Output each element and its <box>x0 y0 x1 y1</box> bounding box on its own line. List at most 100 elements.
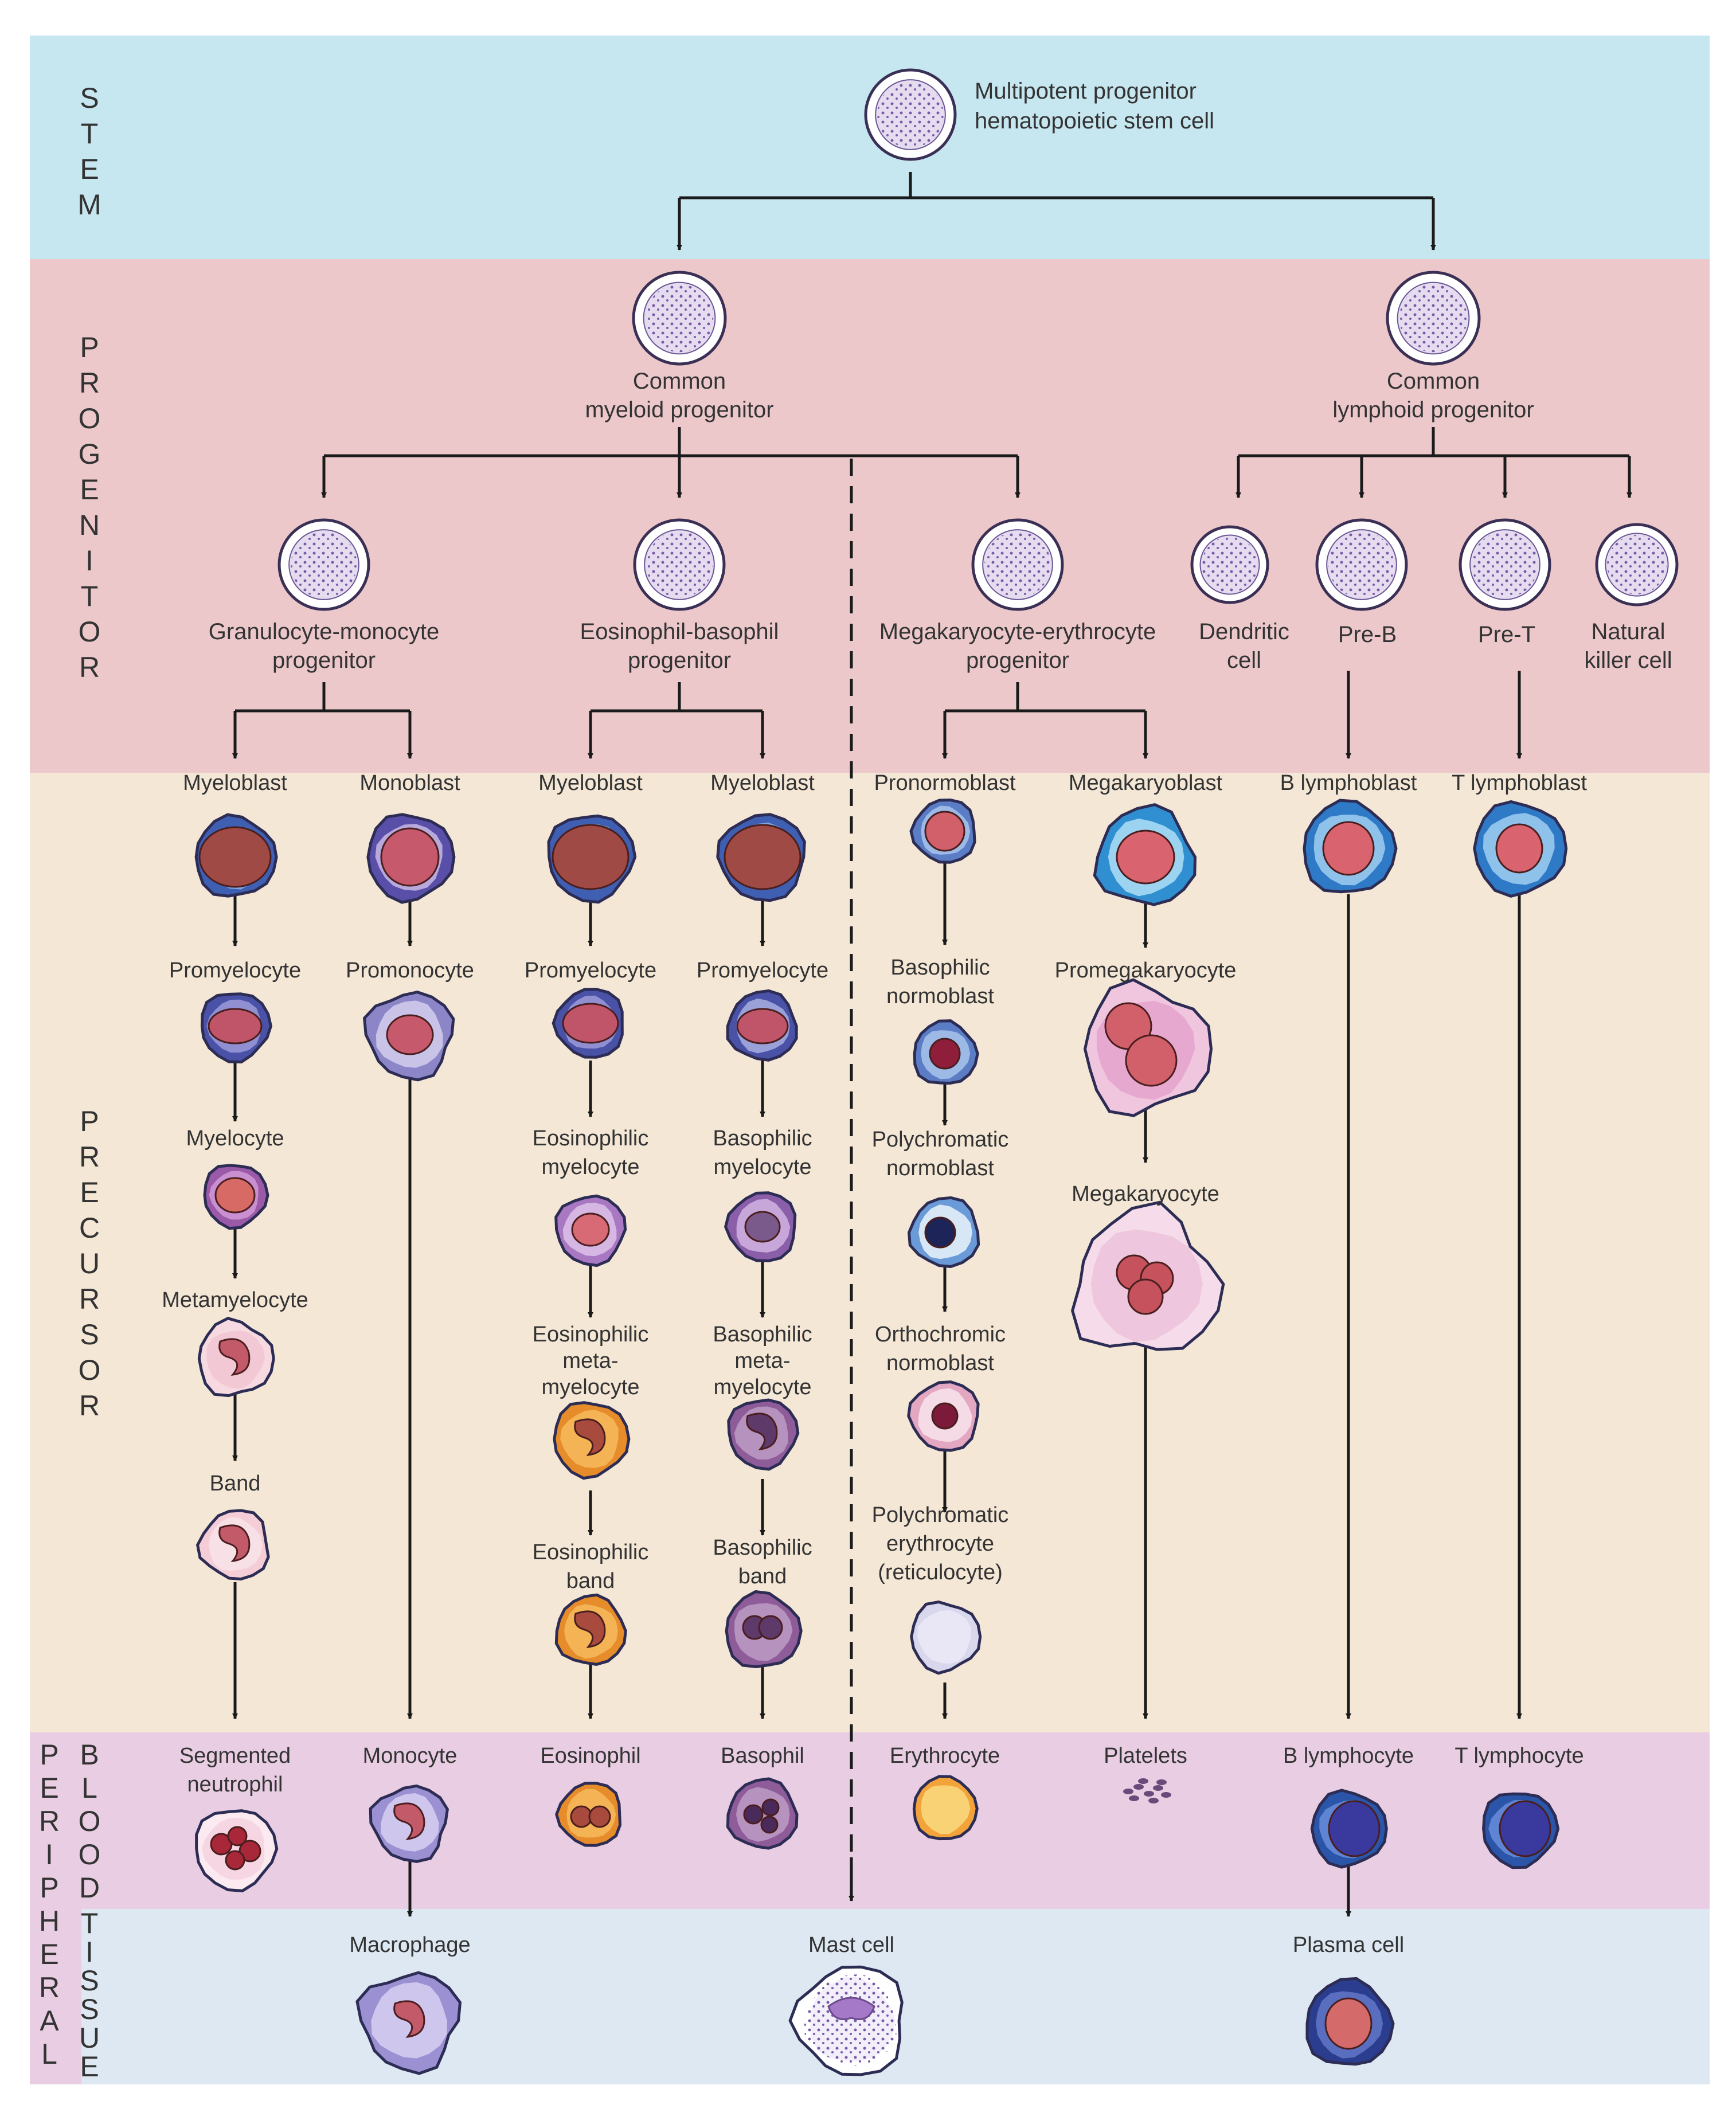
baso-myelocyte-cell <box>724 1191 797 1263</box>
label-line: hematopoietic stem cell <box>975 108 1214 134</box>
label-b_lymphoblast: B lymphoblast <box>1280 771 1417 795</box>
label-line: Orthochromic <box>875 1323 1006 1347</box>
cell-inner <box>921 1785 971 1834</box>
label-pre_t: Pre-T <box>1478 622 1535 647</box>
cell-nucleus-lobe <box>225 1850 245 1871</box>
label-promyelocyte_3: Promyelocyte <box>697 958 828 983</box>
platelet <box>1133 1784 1144 1790</box>
label-pronormoblast: Pronormoblast <box>874 771 1016 795</box>
cell-nucleus-lobe <box>588 1805 611 1828</box>
eos-myelocyte-cell <box>554 1194 627 1267</box>
label-line: progenitor <box>628 648 731 673</box>
promegakaryocyte-cell <box>1083 978 1213 1117</box>
label-line: Basophilic <box>713 1536 812 1560</box>
cell-nucleus <box>562 1003 619 1044</box>
mast-granules <box>804 1974 897 2067</box>
cell-nucleus <box>929 1038 961 1070</box>
cell-nucleus-kidney <box>746 1413 778 1450</box>
cell-nucleus-lobe <box>760 1816 779 1834</box>
label-line: band <box>566 1569 615 1593</box>
label-common_lymphoid: Common lymphoid progenitor <box>1332 369 1534 422</box>
cell-nucleus-kidney <box>574 1418 606 1456</box>
platelet <box>1148 1798 1159 1803</box>
stem-cell <box>864 68 957 161</box>
label-line: Band <box>210 1472 261 1496</box>
platelet <box>1153 1785 1163 1791</box>
label-line: T lymphocyte <box>1455 1744 1583 1768</box>
label-line: myelocyte <box>541 1155 639 1179</box>
cell-chromatin <box>646 531 713 598</box>
label-monoblast: Monoblast <box>359 771 460 795</box>
label-line: normoblast <box>886 984 994 1008</box>
cell-nucleus <box>924 811 965 852</box>
label-line: Megakaryocyte-erythrocyte <box>879 619 1156 644</box>
label-line: meta- <box>562 1349 618 1373</box>
label-line: Basophilic <box>713 1126 812 1151</box>
label-line: Basophilic <box>713 1323 812 1347</box>
cell-nucleus <box>552 824 630 890</box>
platelet <box>1161 1792 1171 1798</box>
label-line: killer cell <box>1584 648 1672 673</box>
label-line: myelocyte <box>713 1375 811 1399</box>
cell-chromatin <box>1328 531 1395 598</box>
t-lymphocyte-cell <box>1482 1792 1560 1869</box>
cell-chromatin <box>291 531 357 598</box>
label-line: Promegakaryocyte <box>1055 958 1237 983</box>
label-band: Band <box>210 1472 261 1496</box>
label-erythrocyte: Erythrocyte <box>890 1744 1000 1768</box>
label-line: myeloid progenitor <box>585 397 773 422</box>
cell-nucleus <box>1328 1800 1381 1857</box>
cell-nucleus <box>724 824 801 890</box>
poly-normoblast-cell <box>907 1196 980 1269</box>
label-plasma_cell: Plasma cell <box>1293 1933 1404 1957</box>
label-mast_cell: Mast cell <box>808 1933 894 1957</box>
label-promyelocyte_1: Promyelocyte <box>169 958 301 983</box>
baso-band-cell <box>725 1590 803 1669</box>
cells <box>194 68 1679 2076</box>
label-ortho_normoblast: Orthochromic normoblast <box>875 1323 1006 1375</box>
band-cell <box>196 1509 270 1581</box>
label-myelocyte: Myelocyte <box>186 1126 284 1151</box>
cell-nucleus-lobe <box>758 1615 783 1640</box>
label-line: Pronormoblast <box>874 771 1016 795</box>
platelet <box>1138 1778 1148 1784</box>
label-line: Myeloblast <box>710 771 815 795</box>
pronormoblast-cell <box>909 798 976 864</box>
cell-nucleus-kidney <box>393 2000 425 2038</box>
label-line: Granulocyte-monocyte <box>209 619 439 644</box>
label-line: Polychromatic <box>872 1128 1009 1152</box>
label-line: Polychromatic <box>872 1503 1009 1527</box>
label-t_lymphoblast: T lymphoblast <box>1452 771 1587 795</box>
cell-inner <box>917 1610 971 1664</box>
label-line: Promyelocyte <box>525 958 656 983</box>
platelet <box>1129 1795 1139 1801</box>
label-line: lymphoid progenitor <box>1332 397 1534 422</box>
baso-meta-cell <box>727 1398 800 1471</box>
peripheral-blood-band <box>30 1732 1710 1909</box>
label-megakaryocyte: Megakaryocyte <box>1072 1182 1219 1206</box>
label-myeloblast_2: Myeloblast <box>538 771 643 795</box>
label-line: Pre-B <box>1338 622 1397 647</box>
cell-nucleus <box>1322 821 1375 876</box>
label-line: Common <box>1387 369 1480 394</box>
cell-chromatin <box>1399 284 1468 353</box>
macrophage-cell <box>355 1971 462 2075</box>
label-line: normoblast <box>886 1351 994 1375</box>
label-line: B lymphoblast <box>1280 771 1417 795</box>
mast-nucleus <box>827 1997 875 2020</box>
label-line: Natural <box>1592 619 1665 644</box>
promonocyte-cell <box>363 991 455 1082</box>
label-line: Myeloblast <box>538 771 643 795</box>
